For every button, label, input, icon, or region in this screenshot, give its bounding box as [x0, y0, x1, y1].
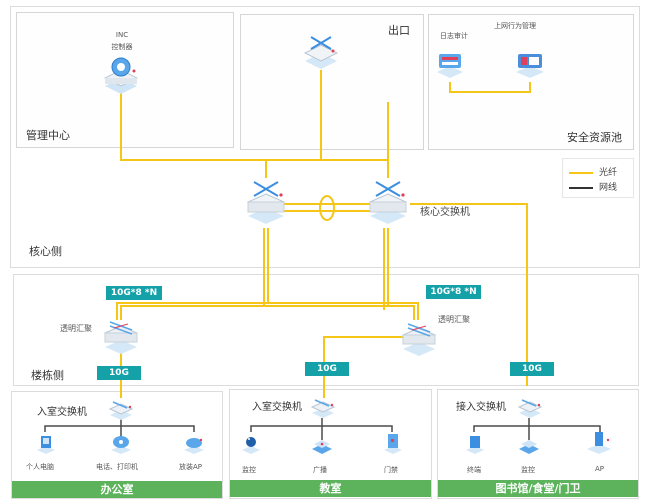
office-access-switch-icon[interactable] [109, 398, 133, 422]
agg-switch-left-icon[interactable] [104, 316, 138, 356]
security-pool-zone: 安全资源池 [428, 14, 634, 150]
agg-switch-right-icon[interactable] [402, 318, 436, 358]
legend-swatch-fiber [569, 171, 593, 174]
legend-item-fiber: 光纤 [569, 165, 617, 178]
classroom-endpoint-label-2: 广播 [313, 466, 327, 474]
egress-label: 出口 [388, 24, 410, 37]
legend-swatch-ethernet [569, 186, 593, 189]
broadcast-icon[interactable] [311, 434, 333, 456]
legend: 光纤 网线 [562, 158, 634, 198]
phone-printer-icon[interactable] [110, 434, 132, 456]
agg-left-label: 透明汇聚 [60, 324, 92, 333]
library-access-switch-icon[interactable] [518, 396, 542, 420]
management-label: 管理中心 [26, 129, 70, 142]
access-point-icon[interactable] [586, 430, 612, 456]
classroom-endpoint-label-3: 门禁 [384, 466, 398, 474]
camera-icon[interactable] [518, 434, 540, 456]
classroom-banner: 教室 [230, 480, 431, 497]
downlink-tag-library: 10G [510, 362, 554, 376]
library-banner: 图书馆/食堂/门卫 [438, 480, 638, 497]
security-pool-label: 安全资源池 [567, 131, 622, 144]
library-endpoint-label-2: 监控 [521, 466, 535, 474]
office-switch-label: 入室交换机 [37, 407, 87, 418]
office-endpoint-label-2: 电话、打印机 [96, 463, 138, 471]
building-side-label: 楼栋侧 [31, 369, 64, 382]
agg-right-label: 透明汇聚 [438, 315, 470, 324]
library-endpoint-label-1: 终端 [467, 466, 481, 474]
behavior-mgmt-label: 上网行为管理 [494, 22, 536, 30]
terminal-icon[interactable] [465, 434, 485, 456]
inc-label-line2: 控制器 [111, 43, 133, 51]
inc-label-line1: INC [115, 31, 129, 39]
inc-controller-icon[interactable] [104, 56, 138, 96]
office-endpoint-label-1: 个人电脑 [26, 463, 54, 471]
access-point-icon[interactable] [183, 434, 205, 456]
behavior-mgmt-icon[interactable] [515, 50, 545, 80]
legend-label-ethernet: 网线 [599, 183, 618, 193]
uplink-tag-left: 10G*8 *N [106, 286, 162, 300]
classroom-switch-label: 入室交换机 [252, 402, 302, 413]
core-switch-label: 核心交换机 [420, 207, 470, 218]
egress-router-icon[interactable] [303, 33, 339, 71]
core-switch-right-icon[interactable] [368, 178, 408, 226]
library-switch-label: 接入交换机 [456, 402, 506, 413]
camera-icon[interactable] [241, 434, 261, 456]
core-switch-left-icon[interactable] [246, 178, 286, 226]
downlink-tag-office: 10G [97, 366, 141, 380]
uplink-tag-right: 10G*8 *N [426, 285, 481, 299]
door-access-icon[interactable] [383, 432, 403, 456]
core-side-label: 核心侧 [29, 245, 62, 258]
classroom-endpoint-label-1: 监控 [242, 466, 256, 474]
downlink-tag-classroom: 10G [305, 362, 349, 376]
classroom-access-switch-icon[interactable] [311, 396, 335, 420]
log-audit-label: 日志审计 [440, 32, 468, 40]
office-endpoint-label-3: 放装AP [179, 463, 203, 471]
legend-label-fiber: 光纤 [599, 168, 618, 178]
library-endpoint-label-3: AP [595, 465, 605, 473]
log-audit-icon[interactable] [436, 50, 464, 80]
legend-item-ethernet: 网线 [569, 180, 617, 193]
office-banner: 办公室 [12, 481, 222, 498]
pc-icon[interactable] [36, 434, 56, 456]
